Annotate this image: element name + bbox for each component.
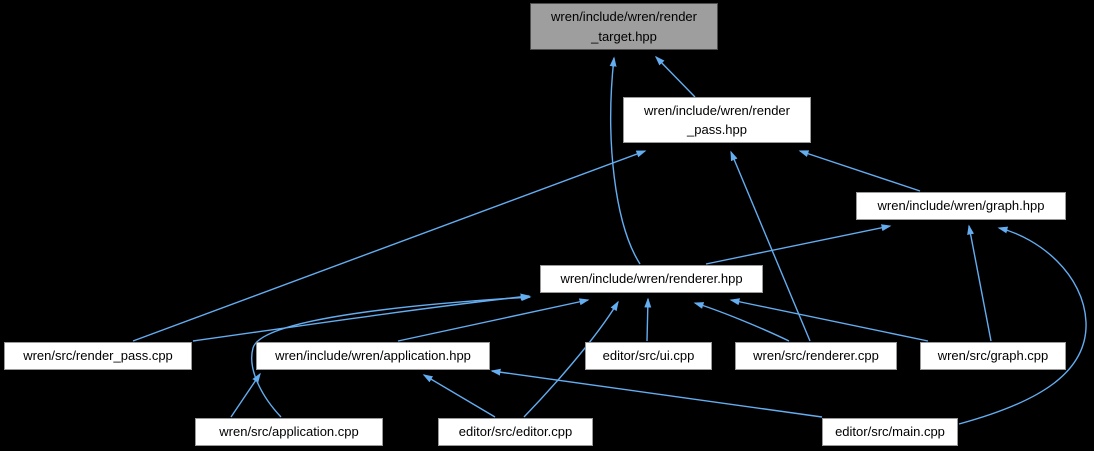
node-editor-cpp[interactable]: editor/src/editor.cpp (438, 418, 593, 446)
edge-renderer-cpp-to-renderer-hpp (693, 302, 790, 342)
edge-renderer-cpp-to-render-pass-hpp (730, 150, 811, 342)
edge-render-pass-cpp-to-render-pass-hpp (132, 150, 647, 342)
edge-graph-cpp-to-renderer-hpp (729, 298, 929, 342)
edge-renderer-hpp-to-graph-hpp (705, 224, 892, 265)
node-graph-hpp[interactable]: wren/include/wren/graph.hpp (856, 192, 1066, 220)
node-main-cpp[interactable]: editor/src/main.cpp (822, 418, 958, 446)
edge-graph-hpp-to-render-pass-hpp (798, 150, 921, 192)
edge-render-pass-cpp-to-renderer-hpp (192, 293, 531, 342)
node-graph-cpp[interactable]: wren/src/graph.cpp (920, 342, 1066, 370)
node-ui-cpp[interactable]: editor/src/ui.cpp (585, 342, 712, 370)
node-renderer-cpp[interactable]: wren/src/renderer.cpp (735, 342, 897, 370)
edge-graph-cpp-to-graph-hpp (967, 224, 992, 342)
node-application-cpp[interactable]: wren/src/application.cpp (195, 418, 383, 446)
node-render-pass-cpp[interactable]: wren/src/render_pass.cpp (4, 342, 192, 370)
edge-application-hpp-to-renderer-hpp (397, 298, 590, 342)
edge-ui-cpp-to-renderer-hpp (644, 297, 652, 342)
edge-main-cpp-to-graph-hpp (958, 226, 1087, 425)
node-application-hpp[interactable]: wren/include/wren/application.hpp (256, 342, 490, 370)
node-render-pass-hpp[interactable]: wren/include/wren/render _pass.hpp (623, 97, 811, 143)
edge-main-cpp-to-application-hpp (490, 368, 823, 418)
node-renderer-hpp[interactable]: wren/include/wren/renderer.hpp (540, 265, 763, 293)
edge-editor-cpp-to-renderer-hpp (523, 300, 619, 418)
node-render-target-hpp[interactable]: wren/include/wren/render _target.hpp (530, 3, 718, 50)
edge-editor-cpp-to-application-hpp (422, 374, 496, 418)
edge-application-cpp-to-application-hpp (230, 372, 261, 418)
edge-application-cpp-to-renderer-hpp (251, 294, 532, 418)
edge-render-pass-hpp-to-render-target-hpp (654, 55, 696, 98)
edge-renderer-hpp-to-render-target-hpp (609, 56, 641, 265)
